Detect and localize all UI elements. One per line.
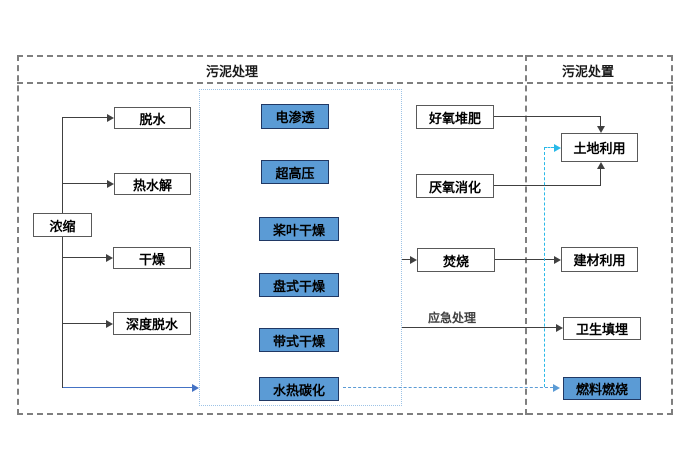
node-disc-drying: 盘式干燥	[259, 273, 339, 297]
edge-to-thermal-hydrolysis	[63, 183, 107, 184]
arrowhead-sanitary-landfill	[556, 324, 563, 332]
edge-to-incineration	[402, 259, 410, 260]
edge-cyan-vertical	[544, 147, 545, 387]
node-ultra-high-pressure: 超高压	[261, 160, 329, 184]
arrowhead-thermal-hydrolysis	[107, 180, 114, 188]
arrowhead-drying	[106, 254, 113, 262]
edge-composting-landuse-h	[494, 116, 601, 117]
edge-to-deep-dewatering	[63, 323, 106, 324]
node-thermal-hydrolysis: 热水解	[114, 173, 191, 195]
arrowhead-landuse-bottom	[597, 162, 605, 169]
arrowhead-incineration	[410, 256, 417, 264]
node-belt-drying: 带式干燥	[259, 328, 339, 352]
edge-digestion-landuse-h	[494, 185, 601, 186]
node-sanitary-landfill: 卫生填埋	[563, 317, 641, 340]
edge-carbonization-fuel	[343, 387, 553, 388]
node-hydrothermal-carbonization: 水热碳化	[259, 377, 339, 401]
section-title-disposal: 污泥处置	[562, 64, 615, 79]
arrowhead-landuse-cyan	[554, 144, 561, 152]
edge-to-dewatering	[63, 117, 107, 118]
edge-to-drying	[63, 257, 106, 258]
node-electro-osmosis: 电渗透	[261, 104, 329, 129]
arrowhead-fuel-combustion	[553, 384, 560, 392]
edge-trunk-lower	[62, 237, 63, 388]
edge-label-emergency: 应急处理	[428, 311, 477, 325]
node-dewatering: 脱水	[114, 107, 191, 129]
treatment-methods-dotted-frame	[199, 89, 402, 406]
node-building-material-use: 建材利用	[561, 247, 638, 272]
section-divider-dashed	[525, 55, 527, 415]
node-fuel-combustion: 燃料燃烧	[563, 377, 641, 400]
arrowhead-deep-dewatering	[106, 320, 113, 328]
node-drying: 干燥	[113, 247, 191, 269]
outer-dashed-frame	[17, 55, 673, 415]
node-land-use: 土地利用	[561, 133, 638, 162]
edge-composting-landuse-v	[600, 116, 601, 127]
node-aerobic-composting: 好氧堆肥	[416, 105, 494, 129]
arrowhead-landuse-top	[597, 126, 605, 133]
edge-blue-to-treatment-frame	[63, 387, 192, 388]
node-incineration: 焚烧	[417, 248, 495, 272]
section-title-treatment: 污泥处理	[206, 64, 259, 79]
node-deep-dewatering: 深度脱水	[113, 312, 191, 335]
node-thickening: 浓缩	[33, 213, 92, 237]
node-anaerobic-digestion: 厌氧消化	[416, 174, 494, 198]
arrowhead-dewatering	[107, 114, 114, 122]
edge-cyan-horizontal	[544, 147, 554, 148]
header-separator-dashed	[17, 82, 673, 84]
edge-digestion-landuse-v	[600, 169, 601, 186]
arrowhead-building-material	[554, 256, 561, 264]
edge-trunk-upper	[62, 117, 63, 213]
node-paddle-drying: 桨叶干燥	[259, 217, 339, 241]
edge-incineration-building	[495, 259, 554, 260]
edge-emergency-landfill	[402, 327, 556, 328]
arrowhead-blue-treatment-frame	[192, 384, 199, 392]
